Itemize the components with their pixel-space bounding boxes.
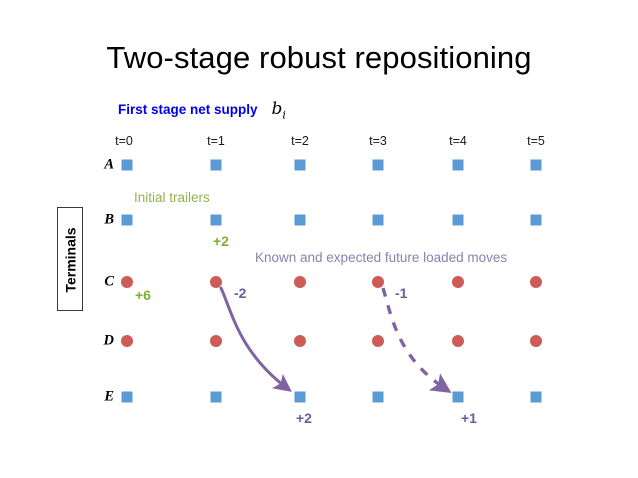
terminals-axis-label: Terminals [58,208,84,312]
annotation-demand-c-t3: -1 [395,285,408,301]
node-e-t2[interactable] [294,391,306,403]
node-c-t1[interactable] [210,276,222,288]
row-label-b: B [104,211,114,228]
node-b-t3[interactable] [372,214,384,226]
future-loaded-moves-legend: Known and expected future loaded moves [255,250,508,265]
page-title: Two-stage robust repositioning [106,40,532,75]
node-c-t0[interactable] [121,276,133,288]
node-e-t0[interactable] [121,391,133,403]
node-d-t1[interactable] [210,335,222,347]
node-d-t4[interactable] [452,335,464,347]
node-a-t5[interactable] [530,159,542,171]
node-d-t2[interactable] [294,335,306,347]
annotation-supply-e-t4: +1 [461,410,477,426]
annotation-supply-e-t2: +2 [296,410,312,426]
node-c-t4[interactable] [452,276,464,288]
column-header-t2: t=2 [291,134,309,148]
row-label-c: C [104,273,114,290]
column-header-t0: t=0 [115,134,133,148]
node-e-t3[interactable] [372,391,384,403]
node-b-t4[interactable] [452,214,464,226]
node-c-t2[interactable] [294,276,306,288]
node-e-t1[interactable] [210,391,222,403]
node-b-t2[interactable] [294,214,306,226]
row-label-a: A [104,156,114,173]
row-label-e: E [104,388,114,405]
first-stage-net-supply-label: First stage net supply [118,102,258,117]
node-a-t0[interactable] [121,159,133,171]
node-d-t3[interactable] [372,335,384,347]
node-c-t3[interactable] [372,276,384,288]
net-supply-symbol-subscript: i [282,108,286,122]
row-label-d: D [103,332,114,349]
node-d-t5[interactable] [530,335,542,347]
column-header-t5: t=5 [527,134,545,148]
node-a-t1[interactable] [210,159,222,171]
annotation-supply-c-t0: +6 [135,287,151,303]
initial-trailers-legend: Initial trailers [134,190,210,205]
annotation-supply-b-t1: +2 [213,233,229,249]
node-b-t1[interactable] [210,214,222,226]
column-header-t3: t=3 [369,134,387,148]
column-header-t1: t=1 [207,134,225,148]
node-b-t0[interactable] [121,214,133,226]
net-supply-symbol: bi [272,99,286,121]
known-move-arrow-c1-e2 [219,286,292,392]
column-header-t4: t=4 [449,134,467,148]
terminals-axis-label-text: Terminals [63,227,80,293]
first-stage-net-supply-legend: First stage net supply bi [118,99,286,121]
node-b-t5[interactable] [530,214,542,226]
terminals-axis-box: Terminals [57,207,83,311]
node-a-t4[interactable] [452,159,464,171]
node-d-t0[interactable] [121,335,133,347]
expected-move-arrow-c3-e4 [381,287,452,393]
node-c-t5[interactable] [530,276,542,288]
node-a-t2[interactable] [294,159,306,171]
annotation-demand-c-t1: -2 [234,285,247,301]
net-supply-symbol-base: b [271,99,283,119]
node-e-t5[interactable] [530,391,542,403]
node-e-t4[interactable] [452,391,464,403]
node-a-t3[interactable] [372,159,384,171]
